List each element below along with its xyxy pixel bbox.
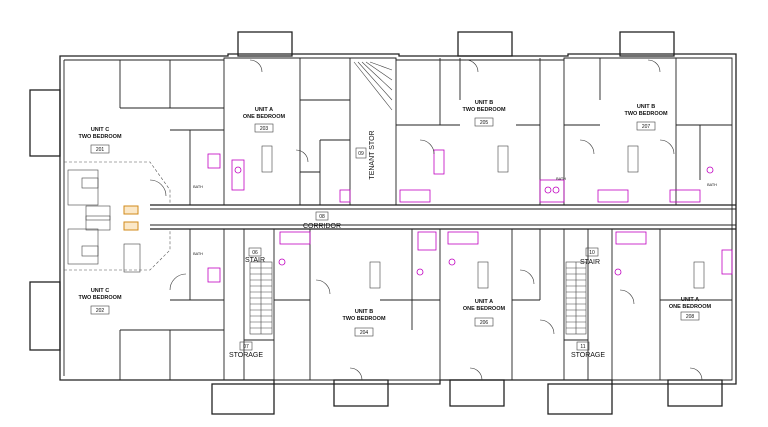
bath-label: BATH [707,183,717,187]
unit-bedroom-label: ONE BEDROOM [669,304,712,310]
room-number: 208 [686,314,695,320]
unit-bedroom-label: TWO BEDROOM [342,316,385,322]
storage-11-label: 11 STORAGE [571,341,605,359]
unit-bedroom-label: ONE BEDROOM [463,306,506,312]
bath-label: BATH [556,177,566,181]
unit-type-label: UNIT B [475,100,493,106]
interior-walls-bottom [119,229,732,380]
unit-type-label: UNIT B [637,104,655,110]
stair-name: STAIR [580,259,600,266]
unit-bedroom-label: TWO BEDROOM [78,295,121,301]
unit-bedroom-label: TWO BEDROOM [462,107,505,113]
unit-bedroom-label: TWO BEDROOM [624,111,667,117]
stair-number: 10 [589,250,595,256]
room-number: 201 [96,147,105,153]
unit-label-208: UNIT A ONE BEDROOM 208 [669,297,712,321]
interior-walls-top [119,58,732,205]
storage-number: 11 [580,344,585,350]
unit-type-label: UNIT B [355,309,373,315]
unit-label-201: UNIT C TWO BEDROOM 201 [78,127,122,154]
unit-label-202: UNIT C TWO BEDROOM 202 [78,288,122,315]
plumbing-fixtures [207,149,733,283]
tenant-stor-name: TENANT STOR [369,130,376,179]
bath-label: BATH [193,252,203,256]
unit-bedroom-label: TWO BEDROOM [78,134,121,140]
room-number: 203 [260,126,269,132]
unit-type-label: UNIT C [91,288,109,294]
corridor-name: CORRIDOR [303,223,341,230]
stair-treads [249,61,587,335]
balconies [29,31,723,415]
room-number: 207 [642,124,651,130]
unit-label-207: UNIT B TWO BEDROOM 207 [624,104,668,131]
stair-06-label: 06 STAIR [245,247,265,264]
room-number: 206 [480,320,489,326]
storage-name: STORAGE [571,352,605,359]
unit-label-204: UNIT B TWO BEDROOM 204 [342,309,386,337]
stair-name: STAIR [245,257,265,264]
kitchen-islands [261,145,705,289]
building-outline [59,53,737,385]
storage-07-label: 07 STORAGE [229,341,263,359]
tenant-stor-label: 09 TENANT STOR [355,130,376,180]
unit-label-205: UNIT B TWO BEDROOM 205 [462,100,506,127]
storage-name: STORAGE [229,352,263,359]
unit-label-206: UNIT A ONE BEDROOM 206 [463,299,506,327]
unit-bedroom-label: ONE BEDROOM [243,114,286,120]
corridor-number: 08 [319,214,325,220]
stair-number: 06 [252,250,258,256]
stair-10-label: 10 STAIR [580,247,600,266]
room-number: 202 [96,308,105,314]
unit-type-label: UNIT A [475,299,493,305]
unit-type-label: UNIT A [681,297,699,303]
bath-label: BATH [193,185,203,189]
room-number: 204 [360,330,369,336]
unit-type-label: UNIT A [255,107,273,113]
corridor-walls [150,204,736,230]
tenant-stor-number: 09 [358,151,364,157]
unit-label-203: UNIT A ONE BEDROOM 203 [243,107,286,133]
room-number: 205 [480,120,489,126]
storage-number: 07 [243,344,249,350]
unit-type-label: UNIT C [91,127,109,133]
corridor-label: 08 CORRIDOR [303,211,341,230]
door-swings [149,59,703,381]
bath-labels: BATH BATH BATH BATH [193,177,717,256]
unit-c-kitchens [64,161,171,273]
